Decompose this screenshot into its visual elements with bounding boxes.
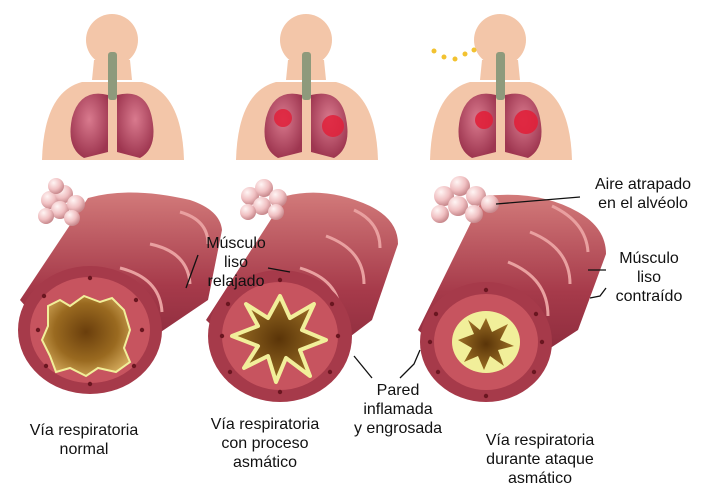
label-line: Músculo xyxy=(604,249,694,268)
label-wall-inflamed: Pared inflamada y engrosada xyxy=(340,381,456,438)
caption-airway-asthmatic: Vía respiratoria con proceso asmático xyxy=(185,415,345,472)
trachea-icon xyxy=(496,52,505,100)
label-line: relajado xyxy=(193,272,279,291)
figure-attack xyxy=(430,14,572,160)
alveoli-cluster-icon xyxy=(38,178,85,226)
caption-airway-normal: Vía respiratoria normal xyxy=(4,421,164,459)
caption-airway-attack: Vía respiratoria durante ataque asmático xyxy=(455,431,625,488)
label-line: contraído xyxy=(604,287,694,306)
label-muscle-relaxed: Músculo liso relajado xyxy=(193,234,279,291)
figure-normal xyxy=(42,14,184,160)
caption-line: Vía respiratoria xyxy=(185,415,345,434)
leader-wall-right xyxy=(400,350,420,378)
airway-attack xyxy=(418,176,606,402)
inflammation-spot-icon xyxy=(274,109,292,127)
label-line: liso xyxy=(193,253,279,272)
inflammation-spot-icon xyxy=(322,115,344,137)
caption-line: durante ataque xyxy=(455,450,625,469)
label-line: Aire atrapado xyxy=(580,175,706,194)
caption-line: normal xyxy=(4,440,164,459)
caption-line: asmático xyxy=(455,469,625,488)
label-muscle-contracted: Músculo liso contraído xyxy=(604,249,694,306)
figure-asthmatic xyxy=(236,14,378,160)
caption-line: asmático xyxy=(185,453,345,472)
label-line: inflamada xyxy=(340,400,456,419)
leader-wall-left xyxy=(354,356,372,378)
alveoli-cluster-icon xyxy=(240,179,287,220)
label-line: y engrosada xyxy=(340,419,456,438)
inflammation-spot-icon xyxy=(514,110,538,134)
airway-lumen xyxy=(42,296,130,376)
label-line: liso xyxy=(604,268,694,287)
breath-dots-icon xyxy=(432,48,477,62)
caption-line: Vía respiratoria xyxy=(4,421,164,440)
caption-line: con proceso xyxy=(185,434,345,453)
label-line: en el alvéolo xyxy=(580,194,706,213)
label-line: Músculo xyxy=(193,234,279,253)
airway-normal xyxy=(18,178,222,394)
inflammation-spot-icon xyxy=(475,111,493,129)
label-air-trapped: Aire atrapado en el alvéolo xyxy=(580,175,706,213)
trachea-icon xyxy=(302,52,311,100)
label-line: Pared xyxy=(340,381,456,400)
trachea-icon xyxy=(108,52,117,100)
caption-line: Vía respiratoria xyxy=(455,431,625,450)
